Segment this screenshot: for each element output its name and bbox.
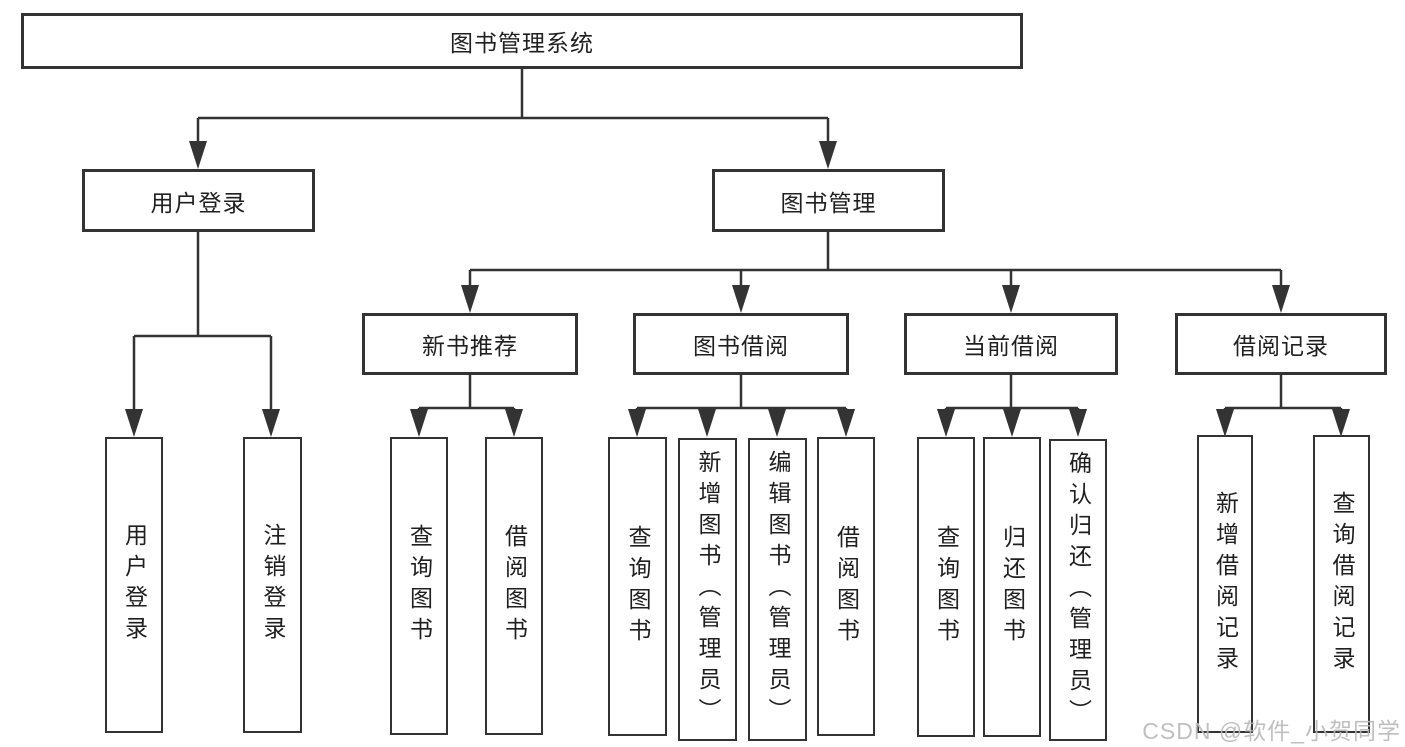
- leaf-add-book-admin: 新增图书（管理员）: [678, 438, 737, 741]
- arrow-down-icon: [1332, 409, 1350, 437]
- arrow-down-icon: [1272, 285, 1290, 313]
- node-label: 查询图书: [933, 525, 960, 649]
- arrow-down-icon: [461, 285, 479, 313]
- connector-bookborrow-to-children: [635, 375, 848, 414]
- leaf-user-login: 用户登录: [105, 437, 163, 733]
- node-current-borrowing: 当前借阅: [904, 313, 1118, 375]
- node-label: 借阅记录: [1233, 333, 1329, 359]
- leaf-borrowing-query-book: 查询图书: [608, 437, 667, 736]
- leaf-query-borrow-record: 查询借阅记录: [1313, 435, 1370, 733]
- arrow-down-icon: [410, 409, 428, 437]
- connector-bookmgmt-to-level3: [468, 232, 1283, 288]
- node-label: 查询图书: [406, 524, 433, 648]
- arrow-down-icon: [1216, 409, 1234, 437]
- arrow-down-icon: [698, 409, 716, 437]
- connector-root-to-level2: [196, 69, 830, 143]
- node-label: 新书推荐: [422, 333, 518, 359]
- node-label: 用户登录: [121, 523, 148, 647]
- arrow-down-icon: [505, 409, 523, 437]
- connector-userlogin-to-children: [132, 232, 273, 412]
- node-label: 查询图书: [625, 524, 651, 649]
- node-book-management: 图书管理: [712, 169, 945, 232]
- node-label: 确认归还（管理员）: [1065, 450, 1092, 730]
- node-label: 借阅图书: [833, 524, 860, 649]
- arrow-down-icon: [1003, 409, 1021, 437]
- leaf-return-book: 归还图书: [983, 437, 1041, 737]
- node-borrowing-records: 借阅记录: [1175, 313, 1387, 375]
- node-label: 新增借阅记录: [1212, 491, 1239, 677]
- node-label: 借阅图书: [501, 524, 528, 648]
- node-root-system: 图书管理系统: [21, 13, 1023, 69]
- node-label: 归还图书: [999, 525, 1026, 649]
- arrow-down-icon: [628, 409, 646, 437]
- node-label: 注销登录: [260, 523, 286, 647]
- node-label: 编辑图书（管理员）: [765, 450, 791, 729]
- arrow-down-icon: [1069, 409, 1087, 437]
- node-book-borrowing: 图书借阅: [633, 313, 849, 375]
- node-label: 当前借阅: [963, 333, 1059, 359]
- leaf-current-query-book: 查询图书: [917, 437, 975, 737]
- node-new-book-recommend: 新书推荐: [362, 313, 578, 375]
- connector-newbook-to-children: [417, 375, 516, 414]
- arrow-down-icon: [125, 409, 143, 437]
- arrow-down-icon: [1002, 285, 1020, 313]
- node-label: 图书借阅: [693, 333, 789, 359]
- node-label: 图书管理: [780, 189, 877, 216]
- arrow-down-icon: [837, 409, 855, 437]
- arrow-down-icon: [262, 409, 280, 437]
- leaf-newbook-query-book: 查询图书: [390, 437, 448, 735]
- node-label: 查询借阅记录: [1329, 491, 1355, 677]
- arrow-down-icon: [732, 285, 750, 313]
- arrowheads: [125, 141, 1350, 437]
- leaf-add-borrow-record: 新增借阅记录: [1197, 435, 1253, 733]
- leaf-confirm-return-admin: 确认归还（管理员）: [1049, 439, 1107, 741]
- arrow-down-icon: [937, 409, 955, 437]
- arrow-down-icon: [768, 409, 786, 437]
- leaf-logout: 注销登录: [243, 437, 302, 733]
- leaf-newbook-borrow-book: 借阅图书: [485, 437, 543, 735]
- arrow-down-icon: [189, 141, 207, 169]
- connector-borrowrecord-to-children: [1223, 375, 1343, 414]
- node-label: 新增图书（管理员）: [695, 450, 721, 729]
- node-user-login: 用户登录: [82, 169, 315, 232]
- leaf-borrowing-borrow-book: 借阅图书: [817, 437, 875, 736]
- leaf-edit-book-admin: 编辑图书（管理员）: [748, 438, 807, 741]
- arrow-down-icon: [819, 141, 837, 169]
- node-label: 图书管理系统: [450, 30, 594, 56]
- node-label: 用户登录: [150, 189, 247, 216]
- connector-currentborrow-to-children: [944, 375, 1080, 414]
